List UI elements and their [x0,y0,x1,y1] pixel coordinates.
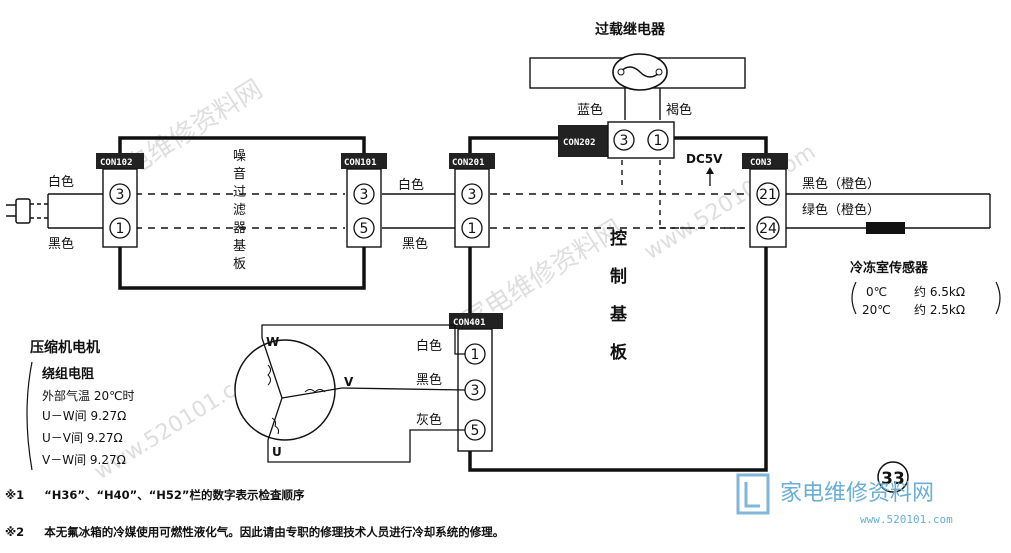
plug-white-label: 白色 [48,174,74,190]
con201-label: CON201 [452,158,485,168]
board-outlines [118,136,768,472]
control-char-1: 制 [610,266,627,287]
overload-relay: 过载继电器 蓝色 褐色 [577,21,692,118]
page-number: 33 [877,461,909,493]
compressor-motor-symbol: W V U [234,335,354,459]
dc5v-label: DC5V [686,152,723,166]
sensor-20c-value: 约 2.5kΩ [914,302,965,317]
motor-row-uw: U－W间 9.27Ω [42,409,126,423]
relay-label: 过载继电器 [595,21,666,38]
con201-terminal-1: 1 [468,221,477,237]
sensor-0c-value: 约 6.5kΩ [914,284,965,299]
freezer-sensor-info: 冷冻室传感器 0℃ 约 6.5kΩ 20℃ 约 2.5kΩ [850,260,1001,317]
con202-terminal-1: 1 [654,133,663,149]
motor-w-label: W [266,335,279,349]
page-number-text: 33 [881,469,905,489]
connector-con101: CON101 3 5 [341,153,387,248]
noise-char-2: 过 [233,185,246,200]
motor-wires [261,324,466,463]
motor-row-vw: V－W间 9.27Ω [42,453,126,467]
motor-white-label: 白色 [416,338,442,354]
connector-con3: CON3 21 24 [742,153,788,248]
relay-wire-right: 褐色 [666,102,692,118]
footnote-2: ※2 本无氟冰箱的冷媒使用可燃性液化气。因此请由专职的修理技术人员进行冷却系统的… [5,524,504,540]
con101-terminal-5: 5 [360,221,369,237]
motor-v-label: V [344,375,354,389]
control-char-0: 控 [610,228,627,249]
con202-terminal-3: 3 [620,133,629,149]
site-logo: 家电维修资料网 www.520101.com [736,473,953,526]
con401-label: CON401 [453,318,486,328]
con102-terminal-1: 1 [116,221,125,237]
con3-label: CON3 [750,158,772,168]
control-char-2: 基 [609,304,628,325]
sensor-20c-label: 20℃ [862,303,891,317]
motor-title: 压缩机电机 [30,339,100,356]
con401-terminal-3: 3 [471,383,480,399]
wire-labels: 白色 黑色 白色 黑色 黑色（橙色） 绿色（橙色） [48,174,880,252]
con401-terminal-1: 1 [471,347,480,363]
motor-row-uv: U－V间 9.27Ω [42,431,123,445]
con101-label: CON101 [344,158,377,168]
footnote-1: ※1 “H36”、“H40”、“H52”栏的数字表示检查顺序 [5,487,304,503]
noise-char-1: 音 [233,166,246,182]
con101-terminal-3: 3 [360,187,369,203]
con202-label: CON202 [563,138,596,148]
sensor-0c-label: 0℃ [866,285,887,299]
logo-site-text: 家电维修资料网 [780,481,934,506]
motor-condition: 外部气温 20℃时 [42,388,135,403]
dc5v-indicator: DC5V [686,152,723,186]
motor-u-label: U [272,445,282,459]
sensor-green-label: 绿色（橙色） [802,202,880,218]
mid-white-label: 白色 [398,177,424,193]
control-char-3: 板 [610,342,628,363]
logo-url-text: www.520101.com [860,513,953,526]
noise-char-6: 板 [233,257,246,272]
connector-con102: CON102 3 1 [96,153,144,248]
con3-terminal-21: 21 [759,187,777,203]
power-plug [6,198,48,224]
noise-filter-board-text: 噪 音 过 滤 器 基 板 [233,149,246,272]
noise-char-0: 噪 [233,149,246,164]
con3-terminal-24: 24 [759,221,777,237]
motor-sub: 绕组电阻 [42,366,94,382]
noise-char-5: 基 [233,239,246,254]
footnote-1-text: “H36”、“H40”、“H52”栏的数字表示检查顺序 [44,488,305,502]
con102-label: CON102 [100,158,133,168]
sensor-black-label: 黑色（橙色） [802,176,880,192]
sensor-title: 冷冻室传感器 [850,260,929,276]
control-board-text: 控 制 基 板 [609,228,628,363]
freezer-sensor-icon [866,222,905,234]
footnote-2-text: 本无氟冰箱的冷媒使用可燃性液化气。因此请由专职的修理技术人员进行冷却系统的修理。 [44,525,505,539]
watermark: 家电维修资料网 家电维修资料网 www.520101.com www.52010… [90,74,820,485]
con102-terminal-3: 3 [116,187,125,203]
motor-gray-label: 灰色 [416,412,442,428]
compressor-motor-info: 压缩机电机 绕组电阻 外部气温 20℃时 U－W间 9.27Ω U－V间 9.2… [26,339,135,471]
con201-terminal-3: 3 [468,187,477,203]
con401-terminal-5: 5 [471,423,480,439]
noise-char-3: 滤 [233,203,246,218]
noise-char-4: 器 [233,221,246,236]
connector-con201: CON201 3 1 [449,153,495,248]
connector-con202: CON202 3 1 [558,121,675,159]
motor-wire-labels: 白色 黑色 灰色 [416,338,442,428]
relay-wire-left: 蓝色 [577,102,603,118]
footnote-2-mark: ※2 [5,525,25,539]
mid-black-label: 黑色 [402,236,428,252]
plug-black-label: 黑色 [48,236,74,252]
motor-black-label: 黑色 [416,372,442,388]
footnote-1-mark: ※1 [5,488,25,502]
